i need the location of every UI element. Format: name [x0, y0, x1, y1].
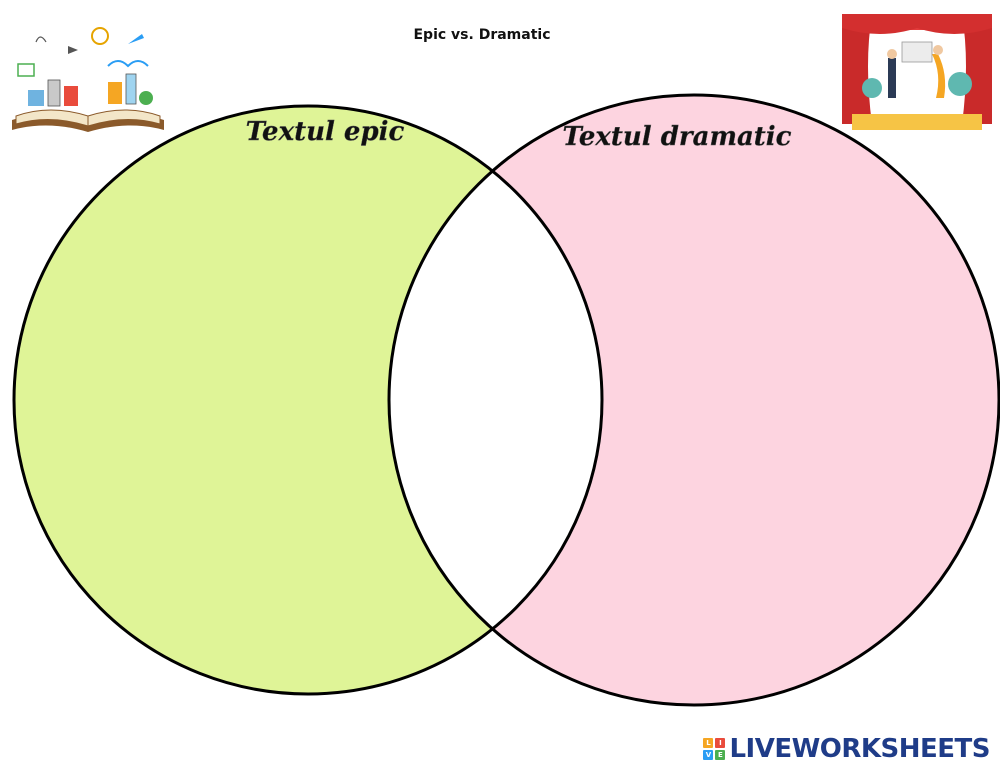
set-overlap-region[interactable] [14, 106, 602, 694]
page-title: Epic vs. Dramatic [413, 27, 551, 43]
liveworksheets-mark-icon: L I V E [703, 738, 726, 760]
set-right-outline [387, 93, 1000, 707]
brand-mark-letter: V [703, 750, 714, 760]
brand-mark-letter: E [715, 750, 726, 760]
brand-mark-letter: L [703, 738, 714, 748]
set-left-outline [12, 104, 604, 696]
theatre-stage-icon [842, 14, 992, 130]
set-left-label: Textul epic [246, 117, 405, 147]
open-book-icon [12, 27, 164, 132]
liveworksheets-logo: L I V E LIVEWORKSHEETS [703, 734, 990, 764]
brand-mark-letter: I [715, 738, 726, 748]
liveworksheets-wordmark: LIVEWORKSHEETS [729, 734, 990, 764]
set-right-label: Textul dramatic [562, 122, 791, 152]
